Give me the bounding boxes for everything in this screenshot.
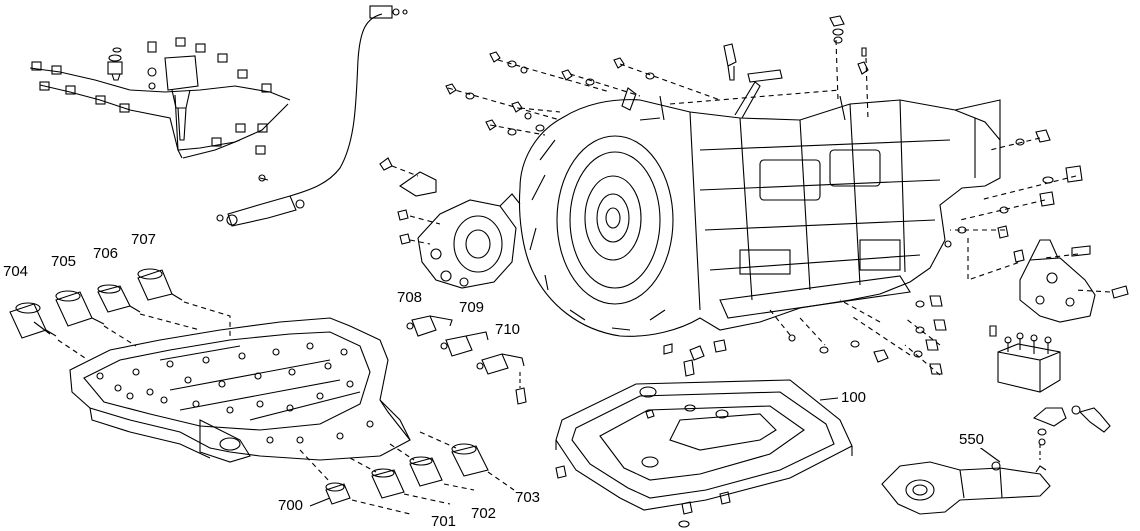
- transmission-case: [518, 81, 1001, 337]
- callout-703: 703: [514, 489, 542, 506]
- callout-550: 550: [958, 431, 986, 448]
- solenoids-left: [9, 268, 231, 361]
- valve-body: [69, 317, 411, 463]
- oil-pump: [379, 157, 521, 289]
- oil-pan: [555, 339, 853, 528]
- callout-707: 707: [130, 231, 158, 248]
- speed-sensor-cable: [216, 5, 408, 227]
- solenoids-upper: [406, 315, 527, 405]
- cooler-lines: [1032, 405, 1111, 460]
- callout-leaders: [309, 397, 1001, 507]
- oil-cooler: [989, 325, 1061, 393]
- callout-100: 100: [840, 389, 868, 406]
- callout-710: 710: [494, 321, 522, 338]
- callout-709: 709: [458, 299, 486, 316]
- mount-bracket: [1019, 239, 1096, 323]
- callout-702: 702: [470, 505, 498, 522]
- callout-701: 701: [430, 513, 458, 530]
- callout-704: 704: [2, 263, 30, 280]
- callout-700: 700: [277, 497, 305, 514]
- callout-708: 708: [396, 289, 424, 306]
- solenoids-bottom: [299, 431, 515, 515]
- lever-550: [881, 461, 1051, 515]
- housing-bolts: [445, 15, 1129, 376]
- callout-705: 705: [50, 253, 78, 270]
- wire-harness: [29, 37, 291, 159]
- callout-706: 706: [92, 245, 120, 262]
